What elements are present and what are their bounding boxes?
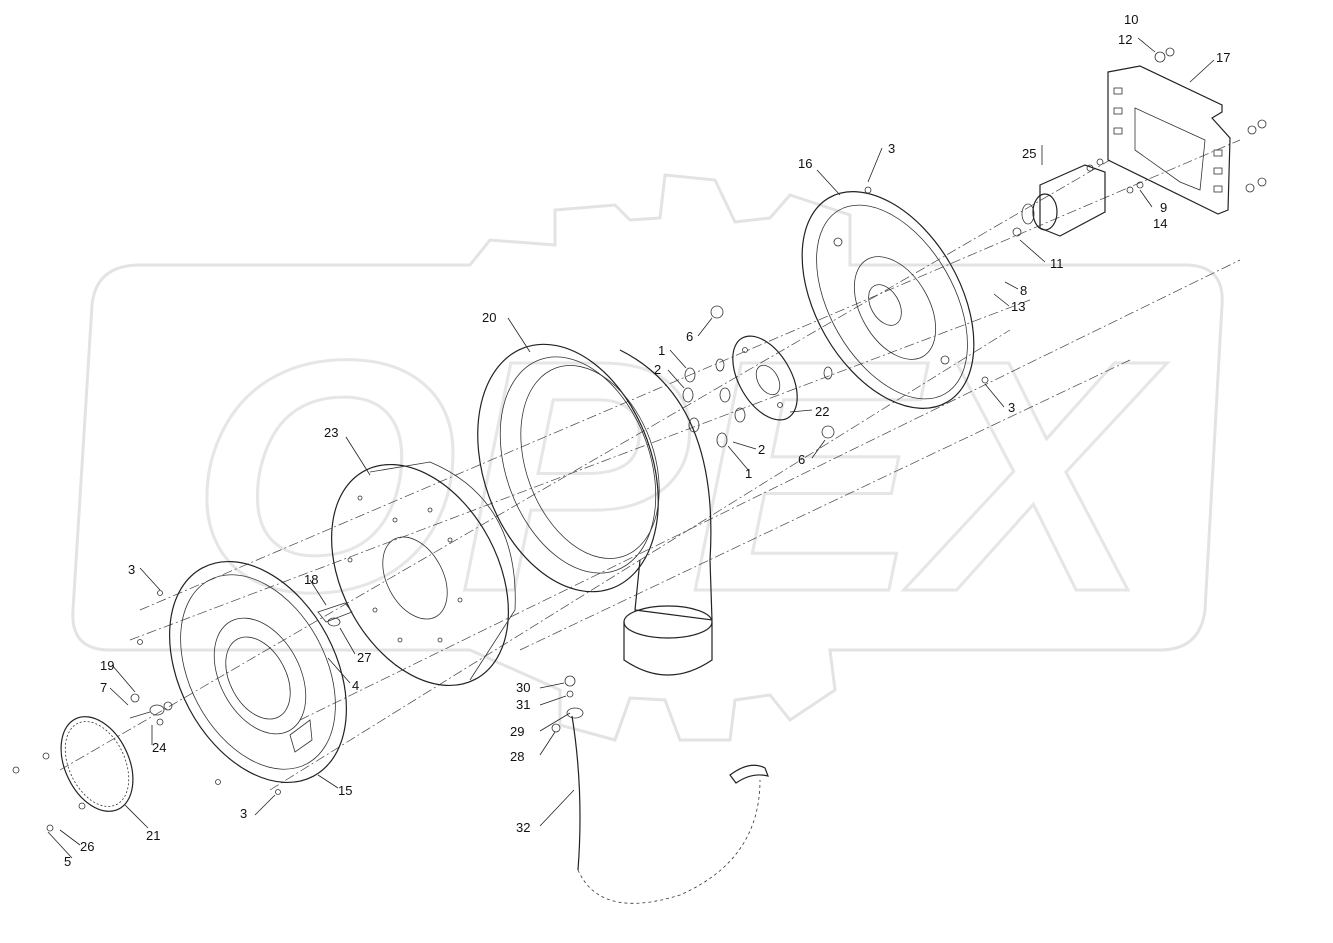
callout-9: 9 [1160, 200, 1167, 215]
fasteners-center [682, 305, 835, 448]
drain-hose-32 [571, 715, 769, 904]
callout-5: 5 [64, 854, 71, 869]
inlet-cover-15 [137, 560, 347, 795]
drain-fittings [551, 675, 584, 733]
callout-10: 10 [1124, 12, 1138, 27]
callout-32: 32 [516, 820, 530, 835]
callout-1-top: 1 [658, 343, 665, 358]
callout-20: 20 [482, 310, 496, 325]
callout-2-top: 2 [654, 362, 661, 377]
callout-26: 26 [80, 839, 94, 854]
callout-12: 12 [1118, 32, 1132, 47]
hub-plate-22 [732, 335, 798, 421]
callout-11: 11 [1050, 256, 1064, 271]
callout-15: 15 [338, 783, 352, 798]
callout-24: 24 [152, 740, 166, 755]
parts-19-7-24 [129, 693, 173, 726]
callout-7: 7 [100, 680, 107, 695]
back-plate-16 [801, 186, 989, 409]
impeller-23 [331, 461, 516, 687]
callout-25: 25 [1022, 146, 1036, 161]
callout-6-bottom: 6 [798, 452, 805, 467]
callout-28: 28 [510, 749, 524, 764]
callout-3-right: 3 [1008, 400, 1015, 415]
callout-27: 27 [357, 650, 371, 665]
callout-3-bottom: 3 [240, 806, 247, 821]
watermark-text: OPEX [190, 291, 1168, 660]
callout-17: 17 [1216, 50, 1230, 65]
mounting-bracket-17 [1107, 47, 1267, 215]
leader-lines [47, 37, 1215, 859]
callout-3-left: 3 [128, 562, 135, 577]
callout-6-top: 6 [686, 329, 693, 344]
callout-18: 18 [304, 572, 318, 587]
callout-2-bottom: 2 [758, 442, 765, 457]
watermark-gear-outline [71, 173, 1224, 742]
callout-4: 4 [352, 678, 359, 693]
callout-14: 14 [1153, 216, 1167, 231]
motor-25 [1012, 158, 1144, 237]
callout-13: 13 [1011, 299, 1025, 314]
key-18 [317, 602, 353, 627]
callout-8: 8 [1020, 283, 1027, 298]
watermark: OPEX [71, 173, 1224, 742]
callout-31: 31 [516, 697, 530, 712]
callout-19: 19 [100, 658, 114, 673]
grille-21 [12, 716, 134, 832]
callout-1-bottom: 1 [745, 466, 752, 481]
callout-21: 21 [146, 828, 160, 843]
callout-29: 29 [510, 724, 524, 739]
fan-housing-20 [477, 343, 713, 676]
callout-30: 30 [516, 680, 530, 695]
callout-22: 22 [815, 404, 829, 419]
callout-23: 23 [324, 425, 338, 440]
callout-labels: 10 12 17 16 3 25 9 14 11 8 13 20 6 1 2 2… [64, 12, 1230, 869]
callout-3-top: 3 [888, 141, 895, 156]
callout-16: 16 [798, 156, 812, 171]
